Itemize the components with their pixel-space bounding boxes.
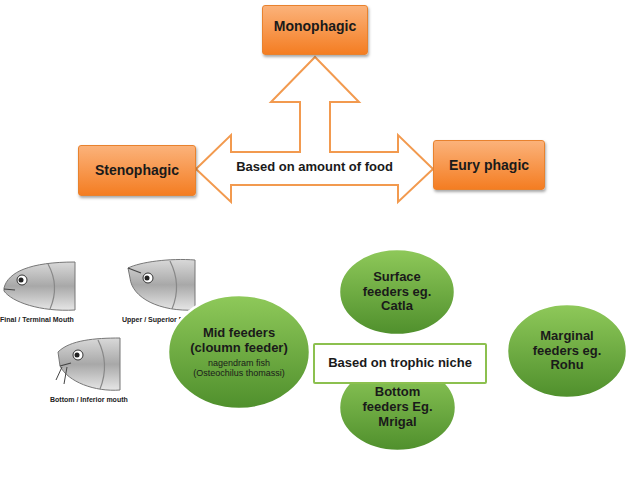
node-text: Bottom feeders Eg. Mrigal	[360, 385, 436, 430]
feeder-ellipse: Surface feeders eg. Catla	[337, 247, 457, 337]
terminal-mouth-fish	[4, 262, 75, 310]
node-text: Stenophagic	[95, 162, 179, 178]
mouth-label: Final / Terminal Mouth	[0, 316, 74, 323]
node-text: Based on trophic niche	[328, 356, 472, 371]
node-text: Monophagic	[274, 18, 356, 34]
superior-mouth-fish	[128, 259, 195, 310]
arrow-outline	[196, 57, 433, 202]
ellipse-shape	[168, 295, 310, 409]
mouth-label: Bottom / Inferior mouth	[50, 396, 128, 403]
arrow-shape	[196, 57, 433, 202]
feeder-ellipse: Mid feeders (cloumn feeder)nagendram fis…	[166, 293, 312, 411]
block-arrow: Based on amount of food	[196, 57, 433, 202]
category-box: Monophagic	[262, 5, 368, 55]
node-text: Surface feeders eg. Catla	[362, 270, 432, 315]
ellipse-shape	[339, 249, 455, 335]
node-subtext: nagendram fish (Osteochilus thomassi)	[191, 358, 287, 379]
node-text: Marginal feeders eg. Rohu	[529, 329, 605, 374]
inferior-mouth-fish	[56, 338, 120, 390]
feeder-ellipse: Marginal feeders eg. Rohu	[505, 302, 629, 400]
node-text: Based on amount of food	[236, 160, 393, 175]
node-text: Eury phagic	[449, 157, 529, 173]
ellipse-shape	[339, 364, 456, 451]
central-box: Based on trophic niche	[313, 343, 487, 384]
category-box: Eury phagic	[433, 140, 545, 190]
ellipse-shape	[507, 304, 627, 398]
category-box: Stenophagic	[78, 145, 196, 196]
node-text: Mid feeders (cloumn feeder)	[187, 326, 291, 356]
